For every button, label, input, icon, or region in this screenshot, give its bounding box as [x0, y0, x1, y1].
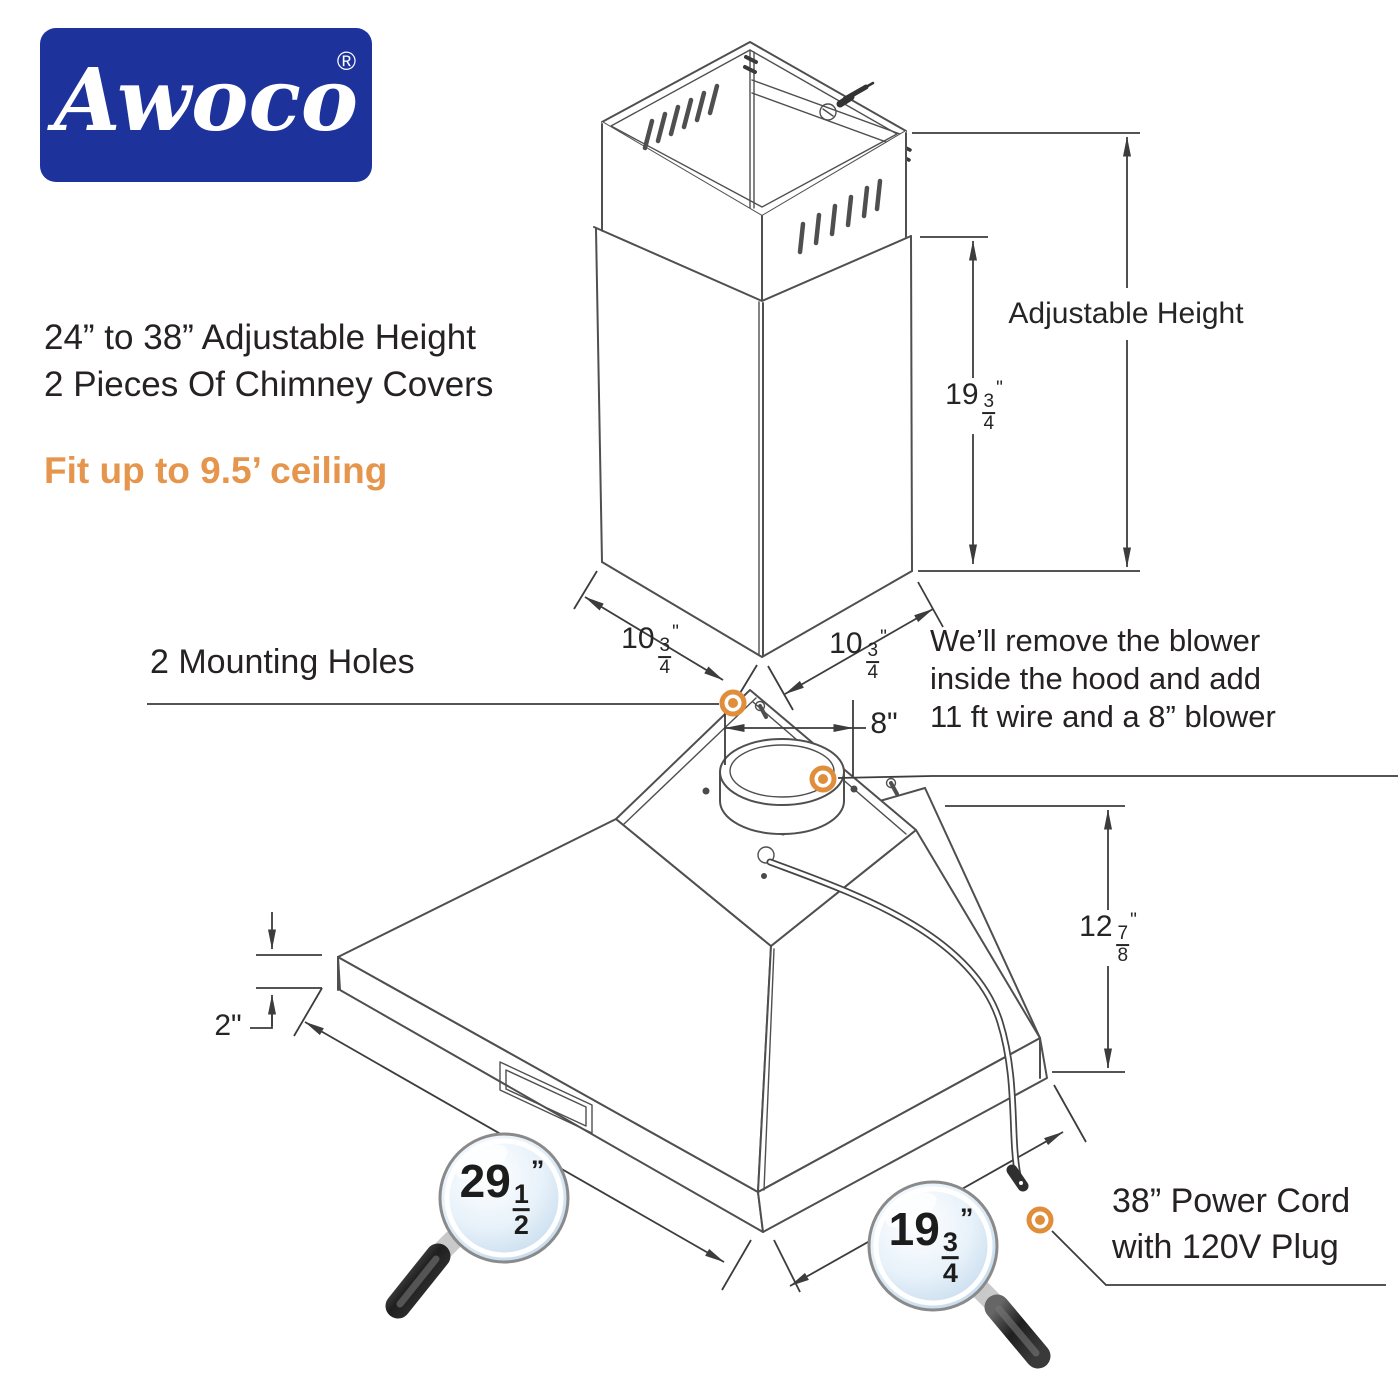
keyhole-slot-icon	[754, 700, 899, 796]
leader-lines	[147, 703, 1398, 1286]
magnifier-right-icon	[867, 1180, 1051, 1369]
dim-chimney-width-right	[767, 581, 944, 711]
power-cord	[766, 858, 1029, 1192]
intro-highlight: Fit up to 9.5’ ceiling	[44, 450, 388, 491]
registered-mark: ®	[336, 46, 356, 76]
vent-slots-left	[642, 83, 720, 151]
dim-hood-height	[945, 805, 1125, 1073]
screw-icon	[836, 81, 875, 108]
dim-adjustable-height	[912, 132, 1140, 572]
blower-hole-marker	[809, 765, 837, 793]
brand-name: Awoco	[53, 50, 359, 151]
chimney-lower-cover	[593, 226, 913, 658]
hanger-bracket	[751, 79, 901, 148]
power-cord-line-1: 38” Power Cord	[1112, 1182, 1351, 1220]
blower-note-line-3: 11 ft wire and a 8” blower	[930, 699, 1276, 734]
chimney-upper-cover	[601, 41, 912, 302]
blower-note-line-2: inside the hood and add	[930, 661, 1261, 696]
vent-slots-right	[797, 178, 883, 255]
intro-line-1: 24” to 38” Adjustable Height	[44, 318, 476, 357]
brand-logo: Awoco ®	[40, 28, 372, 182]
power-cord-note: 38” Power Cord with 120V Plug	[1112, 1178, 1350, 1270]
power-cord-marker	[1026, 1206, 1054, 1234]
lip-height-label: 2"	[214, 1009, 242, 1042]
dim-upper-chimney-height	[920, 236, 988, 565]
cord-grommet	[757, 846, 775, 864]
power-plug-icon	[1006, 1164, 1029, 1192]
duct-diameter-label: 8"	[870, 707, 898, 740]
mounting-holes-callout: 2 Mounting Holes	[150, 643, 415, 681]
adjustable-height-label: Adjustable Height	[1002, 297, 1250, 331]
intro-line-2: 2 Pieces Of Chimney Covers	[44, 365, 494, 404]
magnifier-left-icon	[385, 1132, 570, 1319]
hood-body	[337, 689, 1048, 1233]
blower-note-line-1: We’ll remove the blower	[930, 623, 1261, 658]
mounting-hole-marker	[719, 689, 747, 717]
blower-note: We’ll remove the blower inside the hood …	[930, 622, 1276, 736]
power-cord-line-2: with 120V Plug	[1112, 1228, 1339, 1266]
dim-lip-height	[250, 912, 322, 1029]
